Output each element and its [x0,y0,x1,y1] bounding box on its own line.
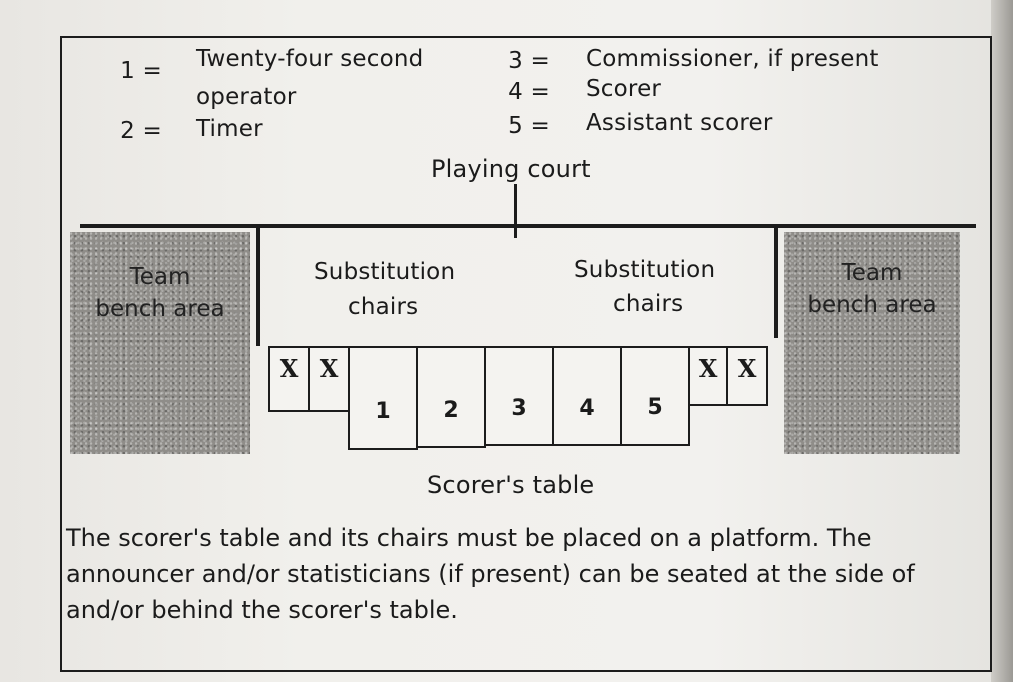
seat-5: 5 [620,346,690,446]
seat-1: 1 [348,346,418,450]
playing-court-label: Playing court [431,155,591,183]
legend-text-1b: operator [196,84,297,110]
bench-right-label-2: bench area [807,292,937,318]
paragraph-line-3: and/or behind the scorer's table. [66,596,458,624]
seat-2: 2 [416,346,486,448]
legend-text-5: Assistant scorer [586,110,773,136]
seat-3: 3 [484,346,554,446]
sideline [80,224,976,228]
substitution-chair: X [308,346,350,412]
subs-right-label-1: Substitution [574,257,716,283]
substitution-chair: X [688,346,728,406]
scorers-table-label: Scorer's table [427,471,595,499]
legend-text-4: Scorer [586,76,662,102]
team-bench-area-left: Team bench area [70,232,250,454]
team-bench-area-right: Team bench area [784,232,960,454]
diagram-frame [60,36,992,672]
bench-divider-right [774,228,778,338]
paragraph-line-1: The scorer's table and its chairs must b… [66,524,872,552]
subs-left-label-1: Substitution [314,259,456,285]
bench-right-label-1: Team [841,260,903,286]
legend-num-5: 5 = [508,113,550,139]
page-edge-shadow [991,0,1013,682]
bench-left-label-2: bench area [95,296,225,322]
substitution-chair: X [726,346,768,406]
bench-divider-left [256,228,260,346]
legend-text-3: Commissioner, if present [586,46,879,72]
legend-num-4: 4 = [508,79,550,105]
legend-num-2: 2 = [120,118,162,144]
legend-num-1: 1 = [120,58,162,84]
legend-text-2: Timer [196,116,263,142]
paragraph-line-2: announcer and/or statisticians (if prese… [66,560,915,588]
subs-left-label-2: chairs [348,294,419,320]
seat-4: 4 [552,346,622,446]
legend-num-3: 3 = [508,48,550,74]
substitution-chair: X [268,346,310,412]
subs-right-label-2: chairs [613,291,684,317]
center-line [514,184,517,238]
legend-text-1a: Twenty-four second [196,46,424,72]
bench-left-label-1: Team [129,264,191,290]
